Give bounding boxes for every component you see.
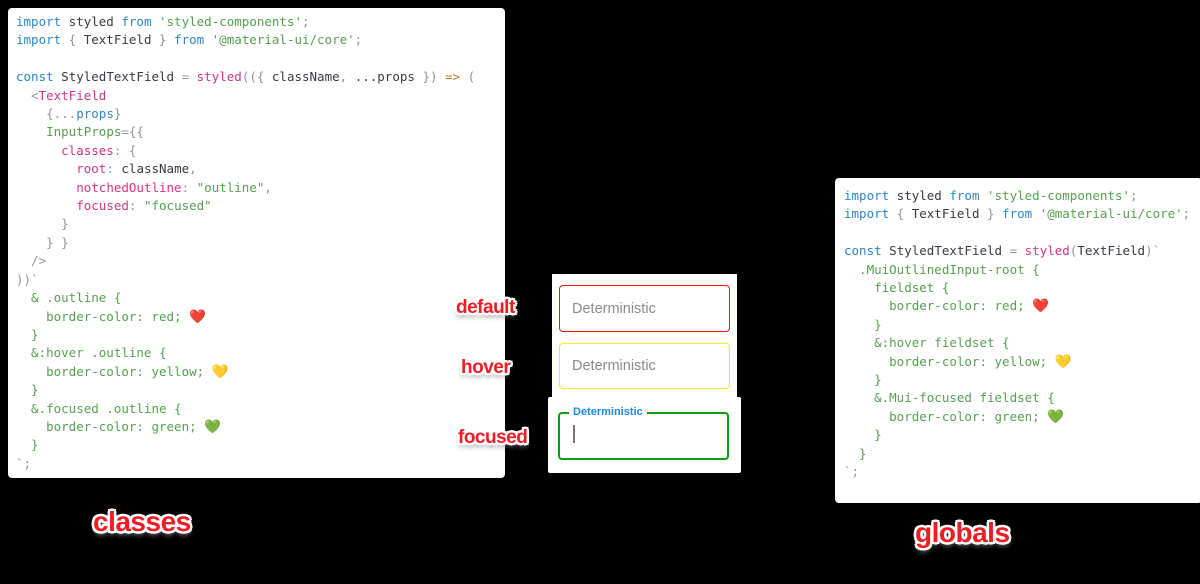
code-line: `;	[844, 464, 860, 480]
textfield-default-input[interactable]	[560, 286, 729, 331]
code-line: }	[16, 437, 39, 453]
annotation-default: default	[456, 297, 515, 318]
code-line: border-color: green; 💚	[844, 408, 1065, 425]
annotation-classes: classes	[93, 506, 191, 537]
code-line: import styled from 'styled-components';	[16, 14, 310, 29]
code-line	[844, 224, 1200, 242]
code-line: root: className,	[76, 161, 197, 177]
code-line: focused: "focused"	[76, 198, 212, 214]
code-line: border-color: yellow; 💛	[844, 353, 1072, 370]
textfield-focused[interactable]: Deterministic	[558, 405, 729, 460]
code-line: &:hover .outline {	[16, 345, 167, 361]
code-line	[16, 50, 505, 68]
code-line: }	[844, 372, 882, 388]
code-line: border-color: green; 💚	[16, 418, 221, 435]
text-cursor	[573, 425, 575, 443]
code-line: import { TextField } from '@material-ui/…	[844, 206, 1191, 222]
code-line: import styled from 'styled-components';	[844, 188, 1138, 203]
code-line: {...props}	[16, 106, 122, 122]
code-line: &.Mui-focused fieldset {	[844, 390, 1055, 406]
code-line: const StyledTextField = styled(({ classN…	[16, 69, 476, 85]
code-line: const StyledTextField = styled(TextField…	[844, 243, 1161, 259]
code-line: InputProps={{	[46, 124, 144, 140]
code-line: ))`	[16, 271, 39, 287]
code-line: }	[844, 445, 867, 461]
annotation-hover: hover	[461, 357, 511, 378]
textfield-hover[interactable]	[559, 343, 730, 389]
code-line: .MuiOutlinedInput-root {	[844, 261, 1040, 277]
code-line: &.focused .outline {	[16, 400, 182, 416]
code-line: }	[844, 316, 882, 332]
annotation-globals: globals	[915, 517, 1010, 548]
code-line: & .outline {	[16, 290, 122, 306]
textfield-focused-floating-label: Deterministic	[569, 405, 647, 419]
code-line: classes: {	[61, 142, 137, 158]
code-line: }	[16, 216, 69, 232]
code-line: import { TextField } from '@material-ui/…	[16, 32, 363, 48]
code-line: fieldset {	[844, 280, 950, 296]
code-line: } }	[16, 234, 69, 250]
textfield-hover-input[interactable]	[560, 344, 729, 388]
code-line: }	[844, 427, 882, 443]
code-line: }	[16, 326, 39, 342]
code-panel-globals: import styled from 'styled-components'; i…	[835, 178, 1200, 503]
code-line: }	[16, 382, 39, 398]
annotation-focused: focused	[458, 427, 528, 448]
code-line: />	[16, 253, 47, 269]
code-line: notchedOutline: "outline",	[76, 179, 272, 195]
code-line: <TextField	[16, 87, 107, 103]
code-panel-classes: import styled from 'styled-components'; i…	[8, 8, 505, 478]
textfield-default[interactable]	[559, 285, 730, 332]
code-line: border-color: red; ❤️	[16, 308, 206, 325]
code-line: `;	[16, 455, 32, 471]
code-line: border-color: red; ❤️	[844, 298, 1049, 315]
code-line: &:hover fieldset {	[844, 335, 1010, 351]
code-line: border-color: yellow; 💛	[16, 363, 229, 380]
